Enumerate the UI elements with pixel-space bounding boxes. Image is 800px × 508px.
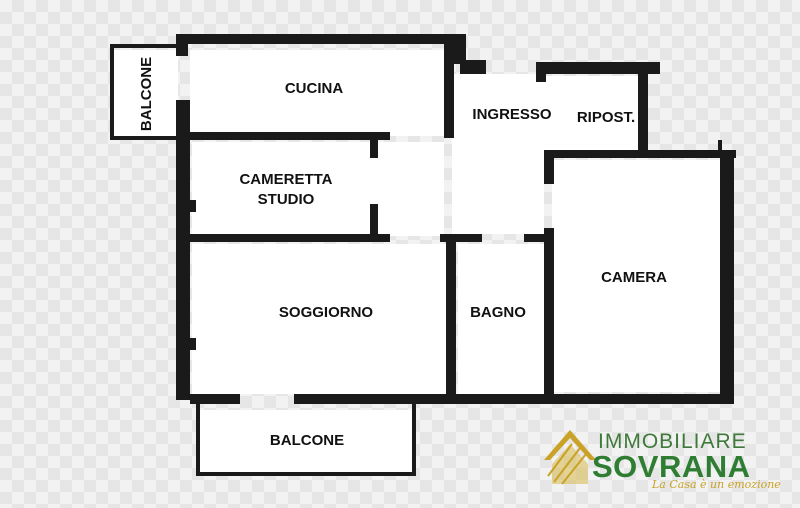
logo-tagline: La Casa è un emozione: [652, 478, 781, 491]
wall-camera-right: [720, 150, 734, 404]
wall-segment: [370, 204, 378, 240]
label-balcone-left: BALCONE: [138, 57, 155, 131]
wall-ripost-top: [536, 62, 660, 74]
wall-partition: [190, 132, 390, 140]
logo-text-main: SOVRANA: [592, 449, 751, 484]
label-camera: CAMERA: [601, 269, 667, 286]
label-cucina: CUCINA: [285, 80, 343, 97]
wall-camera-top: [646, 150, 736, 158]
label-cameretta: CAMERETTA: [239, 171, 332, 188]
wall-cucina-right: [444, 44, 454, 138]
wall-segment: [440, 234, 482, 242]
wall-ripost-right: [638, 62, 648, 158]
wall-ripost-bottom: [546, 150, 638, 158]
wall-balcone-left: [110, 44, 114, 140]
wall-balcone2-left: [196, 404, 200, 476]
wall-segment: [460, 60, 486, 74]
label-ingresso: INGRESSO: [472, 106, 552, 123]
wall-bagno-left: [446, 236, 456, 400]
wall-segment: [180, 200, 196, 212]
wall-bagno-right: [544, 228, 554, 398]
wall-balcone-bottom: [110, 136, 180, 140]
wall-segment: [544, 150, 554, 184]
wall-balcone2-bottom: [196, 472, 416, 476]
label-studio: STUDIO: [258, 191, 315, 208]
label-bagno: BAGNO: [470, 304, 526, 321]
label-soggiorno: SOGGIORNO: [279, 304, 374, 321]
wall-top: [176, 34, 466, 44]
wall-segment: [180, 338, 196, 350]
room-labels: BALCONE CUCINA INGRESSO RIPOST. CAMERETT…: [138, 57, 667, 449]
walls: [110, 34, 736, 476]
room-fills: [112, 50, 720, 472]
wall-segment: [454, 34, 466, 64]
wall-balcone-top: [110, 44, 180, 48]
wall-segment: [536, 62, 546, 82]
agency-logo: IMMOBILIARE SOVRANA La Casa è un emozion…: [540, 420, 790, 500]
wall-bottom: [294, 394, 734, 404]
wall-segment: [176, 34, 188, 56]
wall-segment: [718, 140, 722, 152]
label-ripost: RIPOST.: [577, 109, 635, 126]
house-logo-icon: [544, 430, 596, 485]
logo-text-top: IMMOBILIARE: [598, 430, 747, 453]
wall-segment: [370, 132, 378, 158]
wall-left: [176, 100, 190, 400]
wall-balcone2-right: [412, 404, 416, 476]
label-balcone-bottom: BALCONE: [270, 432, 344, 449]
wall-bottom: [190, 394, 240, 404]
wall-segment: [524, 234, 554, 242]
wall-partition: [190, 234, 390, 242]
